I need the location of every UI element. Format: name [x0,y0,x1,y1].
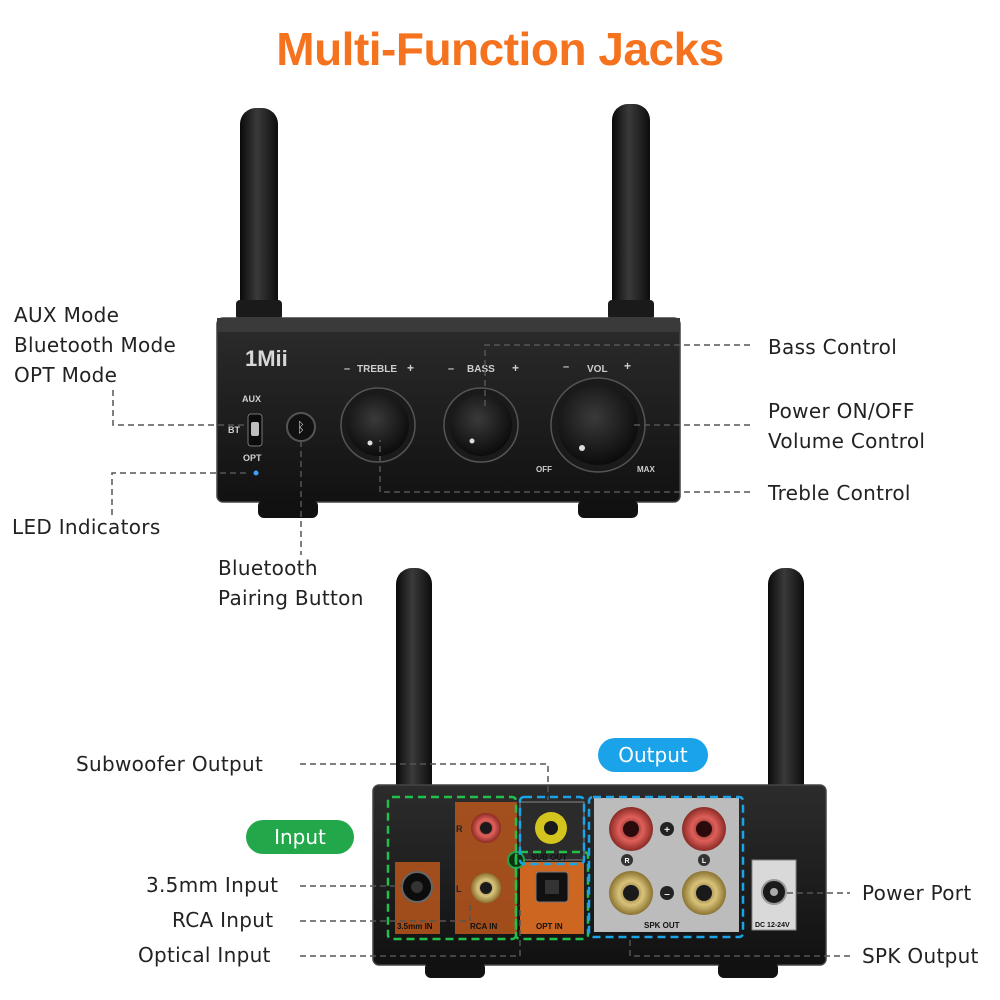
treble-plus-label: + [407,361,414,375]
rca-l-mark: L [456,884,462,894]
aux-in-callout: 3.5mm Input [146,873,279,897]
aux-mode-label: AUX Mode [14,303,120,327]
spk-l-mark: L [702,858,707,865]
vol-plus-label: + [624,359,631,373]
rca-in-callout: RCA Input [172,908,274,932]
antenna-back-left [396,568,432,803]
power-volume-callout: Power ON/OFF Volume Control [768,396,925,456]
opt-in-label: OPT IN [536,922,563,931]
spk-out-callout: SPK Output [862,944,979,968]
bt-button-line1: Bluetooth [218,556,318,580]
volume-knob[interactable] [558,385,638,465]
bass-plus-label: + [512,361,519,375]
bluetooth-icon: ᛒ [297,420,305,436]
mode-callout: AUX Mode Bluetooth Mode OPT Mode [14,300,176,390]
antenna-right [608,104,654,320]
vol-max-label: MAX [637,465,655,474]
treble-label: TREBLE [357,364,397,375]
mode-switch-toggle[interactable] [251,422,259,436]
brand-logo: 1Mii [245,346,288,371]
optical-in-callout: Optical Input [138,943,271,967]
treble-knob[interactable] [347,394,409,456]
bt-button-callout: Bluetooth Pairing Button [218,553,364,613]
bass-knob[interactable] [450,394,512,456]
sub-out-label: SUB OUT [531,853,567,862]
treble-callout: Treble Control [768,481,911,505]
switch-label-aux: AUX [242,394,261,404]
subwoofer-callout: Subwoofer Output [76,752,264,776]
opt-mode-label: OPT Mode [14,363,118,387]
volume-label: Volume Control [768,429,926,453]
page-title: Multi-Function Jacks [276,23,724,75]
power-port-callout: Power Port [862,881,972,905]
bass-minus-label: – [448,363,454,375]
antenna-left [236,108,282,320]
aux-in-label: 3.5mm IN [397,922,433,931]
led-callout: LED Indicators [12,515,161,539]
vol-minus-label: – [563,361,569,373]
switch-label-opt: OPT [243,453,262,463]
rca-in-label: RCA IN [470,922,497,931]
dc-label: DC 12-24V [755,922,790,929]
switch-label-bt: BT [228,425,240,435]
bt-button-line2: Pairing Button [218,586,364,610]
input-pill: Input [246,820,354,854]
bass-callout: Bass Control [768,335,898,359]
rca-r-mark: R [456,824,463,834]
output-pill: Output [598,738,708,772]
led-indicator [253,470,259,476]
spk-r-mark: R [624,858,629,865]
treble-minus-label: – [344,363,350,375]
front-callout-lines [111,344,750,555]
spk-output-frame [587,795,745,939]
svg-text:–: – [664,889,670,900]
bass-label: BASS [467,364,495,375]
vol-off-label: OFF [536,465,552,474]
front-unit: 1Mii AUX BT OPT ᛒ – TREBLE + – BASS + – … [216,104,681,518]
back-unit: + – R L 3.5mm IN RCA IN OPT IN SUB OUT S… [372,568,827,978]
back-callout-lines [300,763,850,957]
bluetooth-mode-label: Bluetooth Mode [14,333,177,357]
power-label: Power ON/OFF [768,399,915,423]
input-group-frame [386,795,518,941]
vol-label: VOL [587,364,608,375]
svg-text:+: + [664,825,670,836]
optical-group-frame [514,850,590,941]
spk-out-label: SPK OUT [644,921,680,930]
sub-output-frame [518,795,586,866]
